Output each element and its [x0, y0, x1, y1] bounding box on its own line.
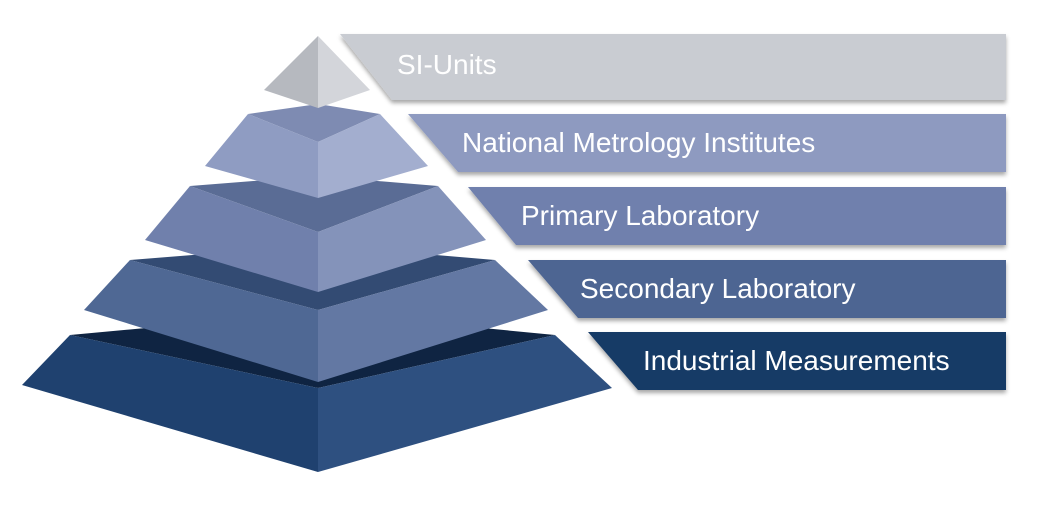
tier-right-face: [318, 186, 486, 292]
tier-right-face: [318, 114, 428, 198]
tier-left-face: [264, 36, 318, 108]
pyramid-tier-si-units: [264, 36, 370, 108]
band-label-industrial-measurements: Industrial Measurements: [643, 345, 950, 376]
band-shape: [468, 187, 1006, 245]
pyramid-tier-primary-laboratory: [145, 176, 486, 292]
band-shape: [588, 332, 1006, 390]
tier-right-face: [318, 335, 612, 472]
tier-left-face: [205, 114, 318, 198]
band-primary-laboratory: Primary Laboratory: [468, 187, 1006, 245]
band-si-units: SI-Units: [340, 34, 1006, 100]
band-secondary-laboratory: Secondary Laboratory: [528, 260, 1006, 318]
tier-left-face: [22, 335, 318, 472]
tier-left-face: [145, 186, 318, 292]
tier-left-face: [84, 260, 318, 382]
label-bands: SI-Units National Metrology Institutes P…: [340, 34, 1006, 390]
band-label-primary-laboratory: Primary Laboratory: [521, 200, 759, 231]
pyramid-tier-national-metrology-institutes: [205, 104, 428, 198]
band-shape: [340, 34, 1006, 100]
tier-right-face: [318, 36, 370, 108]
band-national-metrology-institutes: National Metrology Institutes: [408, 114, 1006, 172]
band-shape: [528, 260, 1006, 318]
tier-right-face: [318, 260, 548, 382]
band-shape: [408, 114, 1006, 172]
tier-top-face: [248, 104, 380, 142]
band-label-secondary-laboratory: Secondary Laboratory: [580, 273, 856, 304]
band-industrial-measurements: Industrial Measurements: [588, 332, 1006, 390]
tier-top-face: [190, 176, 438, 232]
band-label-si-units: SI-Units: [397, 49, 497, 80]
pyramid: [22, 36, 612, 472]
band-label-national-metrology-institutes: National Metrology Institutes: [462, 127, 815, 158]
